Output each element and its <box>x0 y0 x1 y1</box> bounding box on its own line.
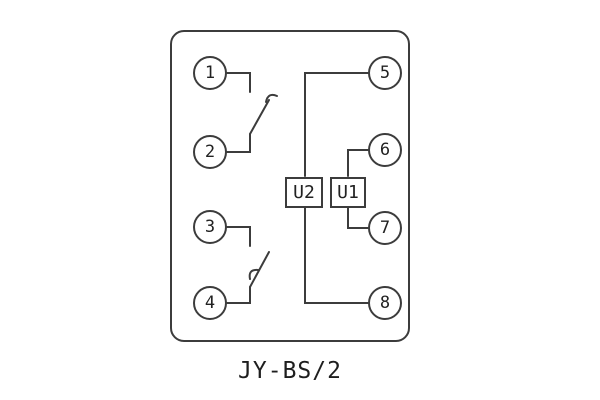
wire-terminal-1 <box>226 72 251 93</box>
terminal-5: 5 <box>368 56 402 90</box>
contact-blade-3-4 <box>249 251 270 288</box>
terminal-8: 8 <box>368 286 402 320</box>
relay-outline <box>170 30 410 342</box>
terminal-3: 3 <box>193 210 227 244</box>
component-u2: U2 <box>285 177 323 208</box>
wire-terminal-6-u1 <box>347 149 369 177</box>
wire-terminal-4 <box>226 286 251 304</box>
contact-hook-3-4 <box>248 268 259 280</box>
terminal-2: 2 <box>193 135 227 169</box>
contact-blade-1-2 <box>249 99 270 135</box>
terminal-1: 1 <box>193 56 227 90</box>
wire-terminal-3 <box>226 226 251 247</box>
model-label: JY-BS/2 <box>238 358 342 384</box>
terminal-6: 6 <box>368 133 402 167</box>
component-u1: U1 <box>330 177 366 208</box>
wire-u2-terminal-8 <box>304 207 369 304</box>
wire-terminal-2 <box>226 133 251 153</box>
terminal-7: 7 <box>368 211 402 245</box>
wire-u1-terminal-7 <box>347 207 369 229</box>
wire-terminal-5-u2 <box>304 72 369 177</box>
terminal-4: 4 <box>193 286 227 320</box>
contact-hook-1-2 <box>265 93 278 103</box>
